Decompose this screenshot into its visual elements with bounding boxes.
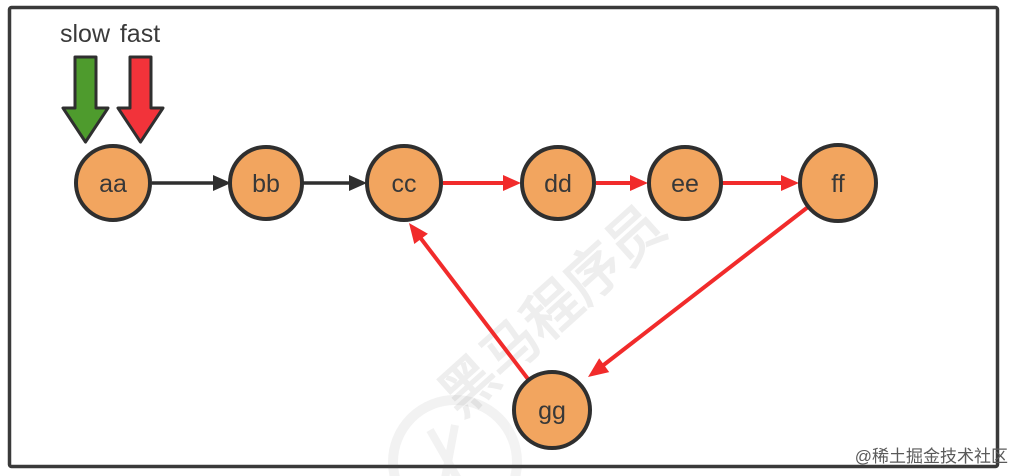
node-gg-circle: [512, 370, 592, 450]
node-aa: aa: [74, 144, 152, 222]
diagram-frame: [7, 5, 1000, 469]
node-ff: ff: [798, 143, 878, 223]
edge-cc-dd-arrowhead-icon: [503, 175, 521, 191]
edge-dd-ee: [596, 175, 648, 191]
edge-dd-ee-arrowhead-icon: [630, 175, 648, 191]
node-ee-label: ee: [671, 170, 699, 198]
edge-gg-cc: [409, 223, 530, 381]
watermark-emblem-icon: [388, 395, 522, 476]
edge-ff-gg-line: [599, 205, 810, 369]
fast-pointer-label: fast: [120, 20, 160, 48]
watermark-credit: @稀土掘金技术社区: [855, 447, 1008, 466]
edge-cc-dd: [443, 175, 521, 191]
node-aa-label: aa: [99, 170, 127, 198]
edges: [152, 175, 810, 381]
edge-ee-ff-arrowhead-icon: [781, 175, 799, 191]
node-bb-label: bb: [252, 170, 280, 198]
edge-bb-cc-arrowhead-icon: [349, 175, 367, 191]
fast-pointer-arrow-icon: [116, 55, 165, 144]
node-ff-label: ff: [831, 170, 844, 198]
node-dd-label: dd: [544, 170, 572, 198]
node-gg-label: gg: [538, 397, 566, 425]
edge-ee-ff: [722, 175, 799, 191]
slow-pointer-arrow-icon: [61, 55, 110, 144]
node-bb: bb: [228, 145, 304, 221]
node-aa-circle: [74, 144, 152, 222]
node-ff-circle: [798, 143, 878, 223]
node-ee-circle: [647, 145, 723, 221]
edge-gg-cc-line: [417, 234, 530, 381]
node-dd-circle: [520, 145, 596, 221]
edge-bb-cc: [303, 175, 367, 191]
node-cc-circle: [365, 144, 443, 222]
edge-gg-cc-arrowhead-icon: [409, 223, 428, 244]
edge-ff-gg-arrowhead-icon: [588, 358, 610, 377]
node-gg: gg: [512, 370, 592, 450]
pointer-labels: slow fast: [60, 20, 160, 48]
edge-ff-gg: [588, 205, 810, 377]
node-cc-label: cc: [392, 170, 417, 198]
edge-aa-bb: [152, 175, 231, 191]
node-ee: ee: [647, 145, 723, 221]
edge-aa-bb-arrowhead-icon: [213, 175, 231, 191]
node-cc: cc: [365, 144, 443, 222]
node-dd: dd: [520, 145, 596, 221]
node-bb-circle: [228, 145, 304, 221]
nodes: aa bb cc dd ee ff gg: [74, 143, 878, 450]
slow-pointer-label: slow: [60, 20, 111, 48]
